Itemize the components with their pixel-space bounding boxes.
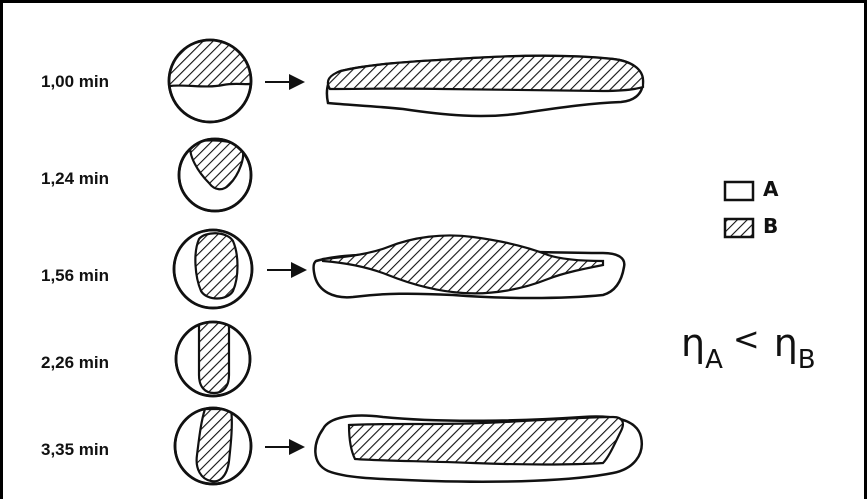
eta-symbol-b: η (774, 321, 798, 365)
less-than-symbol: < (733, 320, 760, 358)
profile-3 (314, 235, 625, 298)
cross-section-5 (175, 408, 251, 484)
profile-1 (327, 56, 643, 116)
legend-label-a: A (763, 177, 778, 201)
legend-box-b (725, 219, 753, 237)
eta-symbol-a: η (681, 321, 705, 365)
diagram-drawing (3, 3, 867, 502)
subscript-a: A (705, 345, 723, 375)
cross-section-4 (176, 321, 250, 396)
cross-section-3 (174, 230, 252, 308)
profile-5 (315, 416, 641, 482)
legend-label-b: B (763, 214, 778, 238)
cross-section-2 (179, 139, 251, 211)
cross-section-1 (163, 33, 255, 122)
subscript-b: B (798, 345, 816, 375)
viscosity-relation: ηA<ηB (681, 321, 816, 365)
legend-box-a (725, 182, 753, 200)
